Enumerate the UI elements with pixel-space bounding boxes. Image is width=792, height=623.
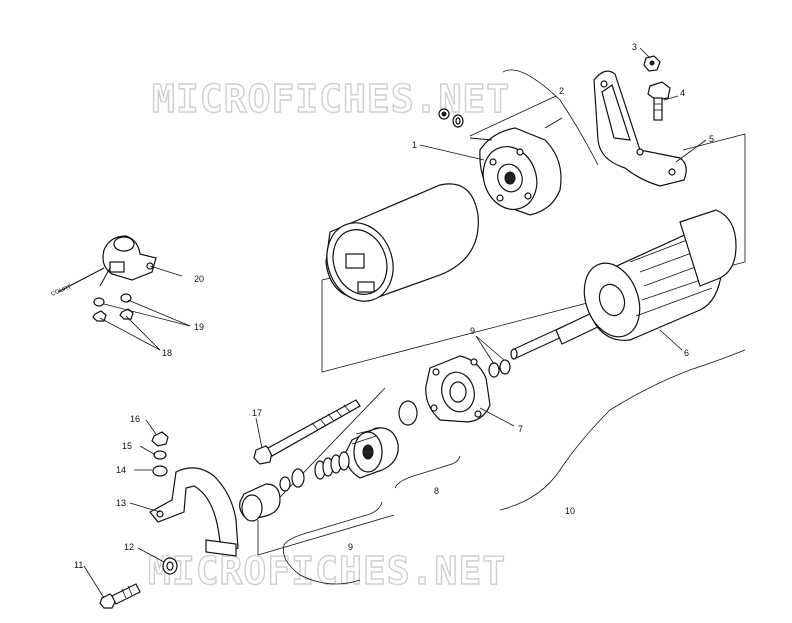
callout-18: 18 [162,348,172,358]
brace-9-lower [282,544,361,585]
callout-6: 6 [684,348,689,358]
lockwasher-part-14 [152,465,168,477]
callout-8: 8 [434,486,439,496]
brace-2 [502,69,599,166]
through-bolt-part-17 [253,399,361,465]
wire-label: COURT [51,284,73,298]
spring-collar-set [239,451,350,522]
callout-12: 12 [124,542,134,552]
watermark-top: MICROFICHES.NET [152,77,510,121]
end-cap-part-1 [469,117,563,216]
nut-part-16 [151,431,169,447]
callout-14: 14 [116,465,126,475]
leader-lines [83,47,707,599]
callout-15: 15 [122,441,132,451]
callout-5: 5 [709,134,714,144]
nut-washer-stack [151,431,169,477]
callout-17: 17 [252,408,262,418]
solenoid-hardware [92,293,134,322]
mounting-bracket-part-5 [593,70,687,187]
bolt-part-4 [647,81,671,121]
callout-16: 16 [130,414,140,424]
armature-part-6 [510,209,737,360]
callout-7: 7 [518,424,523,434]
callout-9-armature: 9 [470,326,475,336]
watermark-bottom: MICROFICHES.NET [148,549,506,593]
nut-washer-set [438,108,464,128]
callout-2: 2 [559,86,564,96]
front-bracket-part-13 [149,467,239,557]
callout-1: 1 [412,140,417,150]
callout-11: 11 [74,560,83,570]
callout-13: 13 [116,498,126,508]
motor-housing [325,183,479,302]
drive-end-plate-part-7 [425,355,491,423]
brace-9 [283,501,383,546]
nut-part-18a [92,310,107,322]
nut-part-3 [643,55,661,72]
pinion-gear-part-8 [345,427,399,479]
brace-8 [394,455,461,489]
washer-part-12 [162,557,178,575]
callout-9-drive: 9 [348,542,353,552]
callouts: 1 2 3 4 5 6 7 8 9 9 10 11 12 13 14 15 16… [74,42,714,570]
brace-10 [499,349,746,511]
callout-20: 20 [194,274,204,284]
solenoid-part-20: COURT [51,235,157,298]
washer-part-15 [153,450,167,460]
callout-3: 3 [632,42,637,52]
bolt-part-11 [99,583,141,609]
nut-part-18b [119,308,134,320]
thrust-washers-part-9 [488,359,511,378]
callout-4: 4 [680,88,685,98]
drive-washer [398,400,418,426]
callout-19: 19 [194,322,204,332]
callout-10: 10 [565,506,575,516]
washer-part-19a [93,297,105,307]
